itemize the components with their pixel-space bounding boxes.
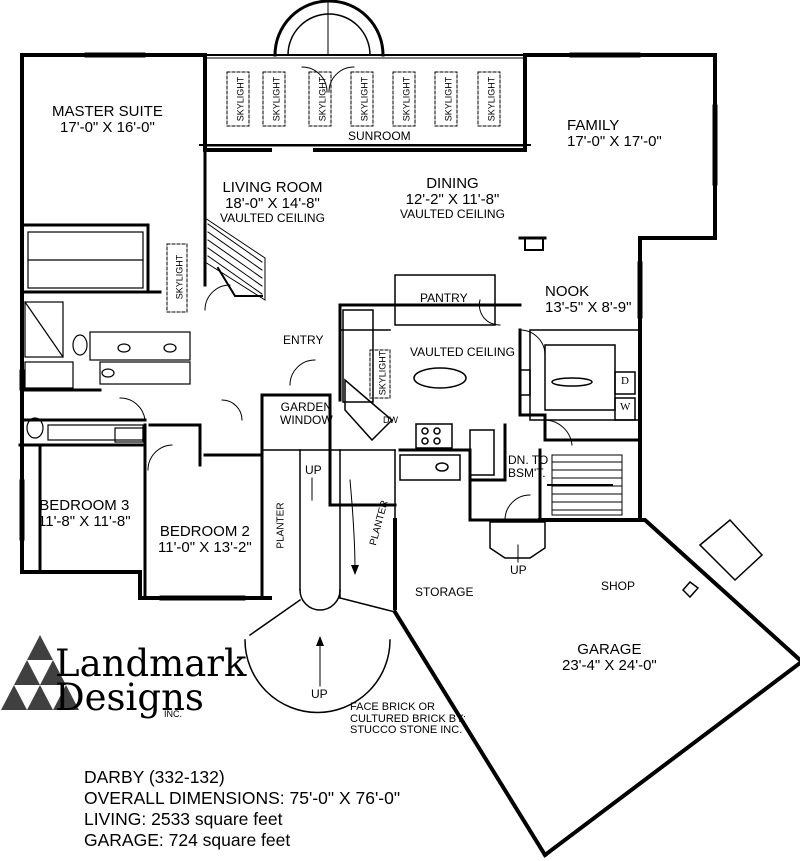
room-shop: SHOP: [601, 579, 636, 593]
skylight-label: SKYLIGHT: [317, 76, 328, 122]
room-note: VAULTED CEILING: [400, 206, 505, 221]
skylight-label: SKYLIGHT: [486, 76, 497, 122]
basement-stairs: [543, 454, 647, 522]
up-label: UP: [311, 687, 328, 701]
skylight-label: SKYLIGHT: [235, 76, 246, 122]
living-area: LIVING: 2533 square feet: [84, 809, 283, 829]
door-swings: [119, 66, 573, 521]
kitchen-note: VAULTED CEILING: [410, 345, 515, 359]
up-label: UP: [305, 463, 322, 477]
skylight-label: SKYLIGHT: [401, 76, 412, 122]
room-name: LIVING ROOM: [222, 179, 323, 196]
room-dining: DINING 12'-2" X 11'-8" VAULTED CEILING: [400, 176, 505, 220]
room-master-suite: MASTER SUITE 17'-0" X 16'-0": [52, 104, 163, 136]
overall-dimensions: OVERALL DIMENSIONS: 75'-0" X 76'-0": [84, 788, 401, 808]
logo-landmark: Landmark: [55, 642, 247, 685]
label-line: WINDOW: [280, 412, 333, 427]
room-pantry: PANTRY: [420, 291, 468, 305]
room-dims: 11'-0" X 13'-2": [158, 538, 252, 556]
room-living: LIVING ROOM 18'-0" X 14'-8" VAULTED CEIL…: [220, 180, 325, 224]
room-bedroom-2: BEDROOM 2 11'-0" X 13'-2": [158, 524, 252, 556]
planter-label: PLANTER: [275, 502, 287, 549]
logo-suffix: INC.: [164, 709, 182, 719]
room-name: GARAGE: [577, 641, 642, 658]
label-line: GARDEN: [280, 400, 332, 414]
room-note: VAULTED CEILING: [220, 210, 325, 225]
direction-arrows: [311, 477, 519, 687]
plan-name: DARBY (332-132): [84, 767, 225, 787]
skylight-label: SKYLIGHT: [359, 76, 370, 122]
dishwasher-label: DW: [383, 415, 398, 425]
logo-designs: Designs: [55, 676, 204, 719]
garden-window-label: GARDEN WINDOW: [280, 401, 333, 426]
label-line: CULTURED BRICK BY:: [350, 712, 466, 725]
skylight-label: SKYLIGHT: [271, 76, 282, 122]
room-name: FAMILY: [567, 117, 620, 134]
fireplace: [204, 217, 266, 301]
sunroom-skylights: [166, 71, 501, 399]
room-dims: 18'-0" X 14'-8": [225, 194, 320, 212]
room-dims: 17'-0" X 17'-0": [567, 132, 662, 150]
room-family: FAMILY 17'-0" X 17'-0": [567, 118, 662, 150]
stairs-label: DN. TO BSM'T.: [508, 454, 548, 479]
skylight-label: SKYLIGHT: [377, 350, 388, 396]
brick-note: FACE BRICK OR CULTURED BRICK BY: STUCCO …: [350, 701, 466, 737]
room-sunroom: SUNROOM: [348, 129, 411, 143]
dryer-label: D: [621, 375, 629, 387]
skylight-label: SKYLIGHT: [443, 76, 454, 122]
room-dims: 17'-0" X 16'-0": [60, 118, 155, 136]
interior-walls: [18, 148, 642, 600]
room-storage: STORAGE: [415, 585, 474, 599]
label-line: FACE BRICK OR: [350, 701, 435, 713]
room-nook: NOOK 13'-5" X 8'-9": [545, 284, 631, 316]
logo-mark: [1, 635, 79, 710]
room-name: BEDROOM 2: [159, 523, 250, 540]
up-label: UP: [510, 563, 527, 577]
label-line: DN. TO: [508, 453, 549, 467]
front-step: [489, 521, 546, 559]
room-dims: 13'-5" X 8'-9": [545, 298, 632, 316]
room-garage: GARAGE 23'-4" X 24'-0": [562, 642, 657, 674]
room-dims: 23'-4" X 24'-0": [562, 656, 657, 674]
sunroom-walls: [199, 0, 531, 147]
room-dims: 11'-8" X 11'-8": [38, 512, 131, 530]
skylight-label: SKYLIGHT: [174, 254, 185, 300]
room-name: DINING: [426, 175, 479, 192]
arrow-heads: [316, 565, 359, 646]
label-line: BSM'T.: [508, 465, 546, 480]
room-name: BEDROOM 3: [39, 497, 130, 514]
garage-features: [681, 518, 764, 599]
room-dims: 12'-2" X 11'-8": [405, 190, 500, 208]
room-name: NOOK: [545, 283, 590, 300]
room-name: MASTER SUITE: [52, 103, 163, 120]
label-line: STUCCO STONE INC.: [350, 724, 463, 737]
washer-label: W: [620, 401, 631, 413]
kitchen-counters: [339, 274, 496, 481]
room-entry: ENTRY: [283, 333, 324, 347]
entry-walkway: [244, 449, 396, 714]
garage-area: GARAGE: 724 square feet: [84, 830, 291, 850]
laundry: [519, 329, 641, 421]
room-bedroom-3: BEDROOM 3 11'-8" X 11'-8": [38, 498, 131, 530]
bath-fixtures: [24, 231, 191, 443]
windows: [19, 52, 718, 601]
